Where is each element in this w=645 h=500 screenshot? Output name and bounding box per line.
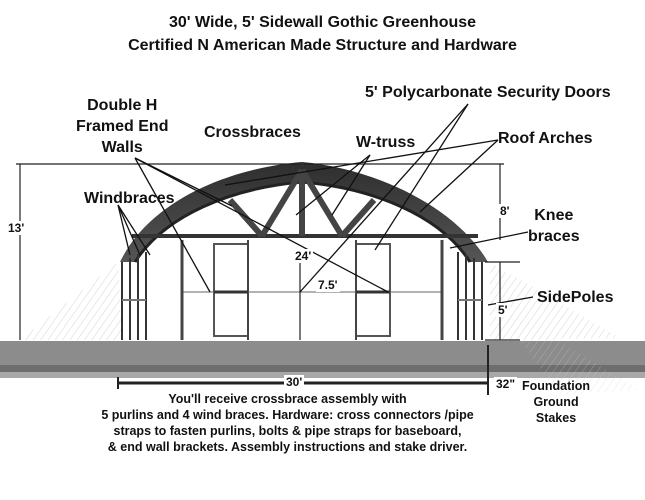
foundation-label-line1: Foundation <box>522 379 591 393</box>
callout-w-truss: W-truss <box>356 134 416 151</box>
description-line-3: straps to fasten purlins, bolts & pipe s… <box>113 424 462 438</box>
dim-sidewall: 5' <box>496 303 510 317</box>
foundation-label-line2: Ground <box>533 395 579 409</box>
callout-double-h-line2: Framed End <box>76 118 169 135</box>
callout-crossbraces: Crossbraces <box>204 124 301 141</box>
dim-door-height: 7.5' <box>316 278 340 292</box>
description-line-1: You'll receive crossbrace assembly with <box>168 392 407 406</box>
callout-roof-arches: Roof Arches <box>498 130 593 147</box>
foundation-stakes-label: Foundation Ground Stakes <box>522 378 590 426</box>
description-line-2: 5 purlins and 4 wind braces. Hardware: c… <box>101 408 474 422</box>
callout-knee-braces: Knee braces <box>528 205 580 247</box>
callout-double-h-line3: Walls <box>101 139 143 156</box>
callout-double-h-line1: Double H <box>87 97 158 114</box>
dim-ground-stake: 32" <box>494 377 518 391</box>
callout-knee-braces-line1: Knee <box>534 207 574 224</box>
callout-double-h: Double H Framed End Walls <box>76 95 168 158</box>
description-line-4: & end wall brackets. Assembly instructio… <box>107 440 468 454</box>
side-poles <box>121 252 483 340</box>
title-line-1: 30' Wide, 5' Sidewall Gothic Greenhouse <box>168 14 477 31</box>
callout-windbraces: Windbraces <box>84 190 175 207</box>
callout-knee-braces-line2: braces <box>528 228 580 245</box>
callout-leaders <box>117 103 534 306</box>
title-line-2: Certified N American Made Structure and … <box>128 37 517 54</box>
dim-total-height: 13' <box>6 221 27 235</box>
description-block: You'll receive crossbrace assembly with … <box>0 391 645 455</box>
w-truss <box>227 168 377 238</box>
dim-width: 30' <box>284 375 305 389</box>
dim-truss-span: 24' <box>293 249 314 263</box>
callout-side-poles: SidePoles <box>537 289 614 306</box>
ground-slab <box>0 341 645 378</box>
dim-arch-height: 8' <box>498 204 512 218</box>
windbrace-lattice <box>20 262 640 395</box>
foundation-label-line3: Stakes <box>535 411 577 425</box>
callout-security-doors: 5' Polycarbonate Security Doors <box>365 84 611 101</box>
